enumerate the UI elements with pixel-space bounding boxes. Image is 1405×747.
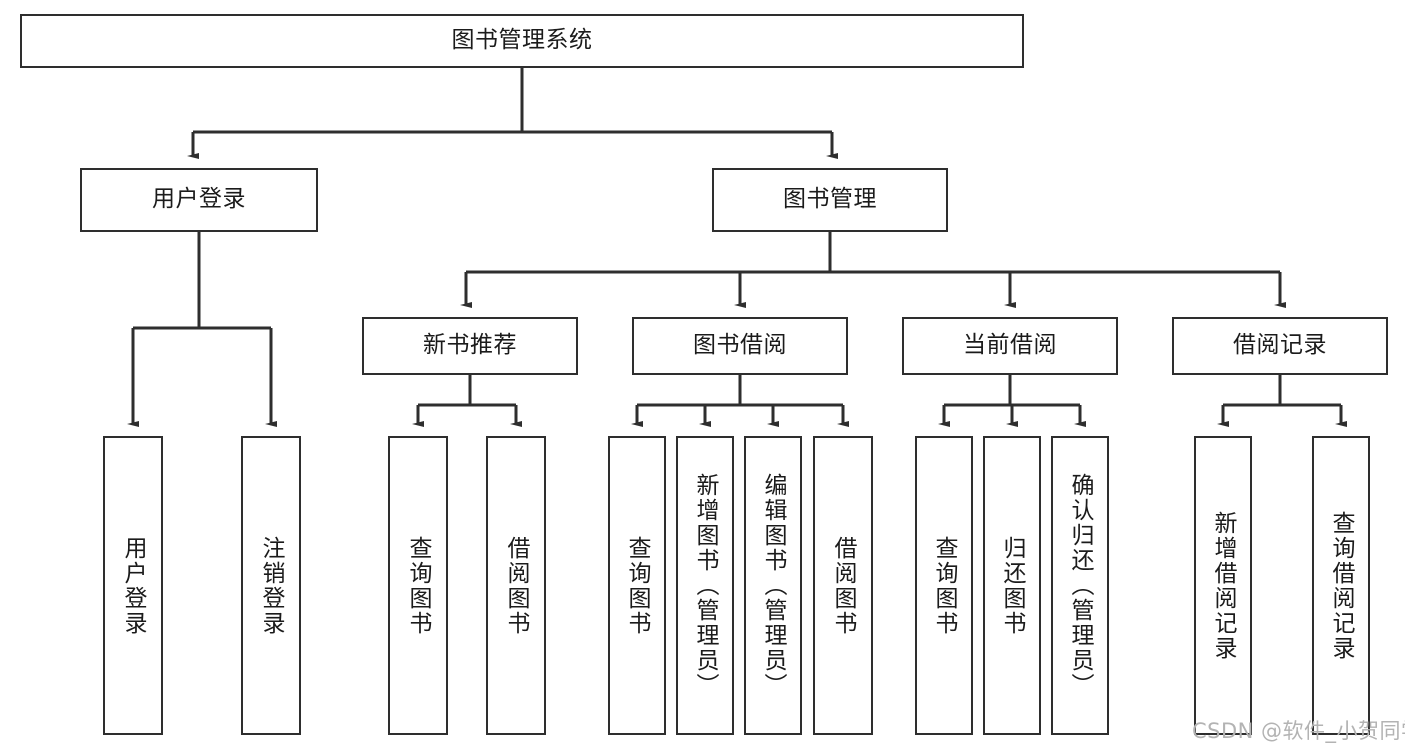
leaf-borrow-book-1-label: 借阅图书 — [503, 535, 530, 636]
node-borrow-record-label: 借阅记录 — [1233, 332, 1327, 359]
leaf-confirm-return-label: 确认归还（管理员） — [1067, 473, 1094, 698]
leaf-edit-book[interactable]: 编辑图书（管理员） — [744, 436, 802, 735]
node-new-book-rec-label: 新书推荐 — [423, 332, 517, 359]
leaf-query-record[interactable]: 查询借阅记录 — [1312, 436, 1370, 735]
leaf-query-book-1[interactable]: 查询图书 — [388, 436, 448, 735]
leaf-user-login-label: 用户登录 — [120, 535, 147, 636]
node-new-book-rec[interactable]: 新书推荐 — [362, 317, 578, 375]
node-user-login-label: 用户登录 — [152, 186, 246, 213]
node-book-manage[interactable]: 图书管理 — [712, 168, 948, 232]
node-book-manage-label: 图书管理 — [783, 186, 877, 213]
leaf-return-book[interactable]: 归还图书 — [983, 436, 1041, 735]
leaf-return-book-label: 归还图书 — [999, 535, 1026, 636]
leaf-borrow-book-2-label: 借阅图书 — [830, 535, 857, 636]
leaf-edit-book-label: 编辑图书（管理员） — [760, 473, 787, 698]
node-borrow-record[interactable]: 借阅记录 — [1172, 317, 1388, 375]
leaf-borrow-book-2[interactable]: 借阅图书 — [813, 436, 873, 735]
leaf-borrow-book-1[interactable]: 借阅图书 — [486, 436, 546, 735]
node-book-borrow-label: 图书借阅 — [693, 332, 787, 359]
node-current-borrow[interactable]: 当前借阅 — [902, 317, 1118, 375]
leaf-query-record-label: 查询借阅记录 — [1328, 510, 1355, 661]
node-root[interactable]: 图书管理系统 — [20, 14, 1024, 68]
leaf-query-book-2[interactable]: 查询图书 — [608, 436, 666, 735]
leaf-query-book-3[interactable]: 查询图书 — [915, 436, 973, 735]
leaf-query-book-1-label: 查询图书 — [405, 535, 432, 636]
leaf-query-book-2-label: 查询图书 — [624, 535, 651, 636]
leaf-user-logout[interactable]: 注销登录 — [241, 436, 301, 735]
leaf-confirm-return[interactable]: 确认归还（管理员） — [1051, 436, 1109, 735]
leaf-add-record-label: 新增借阅记录 — [1210, 510, 1237, 661]
node-book-borrow[interactable]: 图书借阅 — [632, 317, 848, 375]
leaf-user-logout-label: 注销登录 — [258, 535, 285, 636]
node-current-borrow-label: 当前借阅 — [963, 332, 1057, 359]
leaf-add-record[interactable]: 新增借阅记录 — [1194, 436, 1252, 735]
leaf-query-book-3-label: 查询图书 — [931, 535, 958, 636]
leaf-user-login[interactable]: 用户登录 — [103, 436, 163, 735]
node-root-label: 图书管理系统 — [451, 27, 593, 54]
watermark-text: CSDN @软件_小贺同学 — [1192, 719, 1405, 743]
leaf-add-book-label: 新增图书（管理员） — [692, 473, 719, 698]
node-user-login[interactable]: 用户登录 — [80, 168, 318, 232]
leaf-add-book[interactable]: 新增图书（管理员） — [676, 436, 734, 735]
